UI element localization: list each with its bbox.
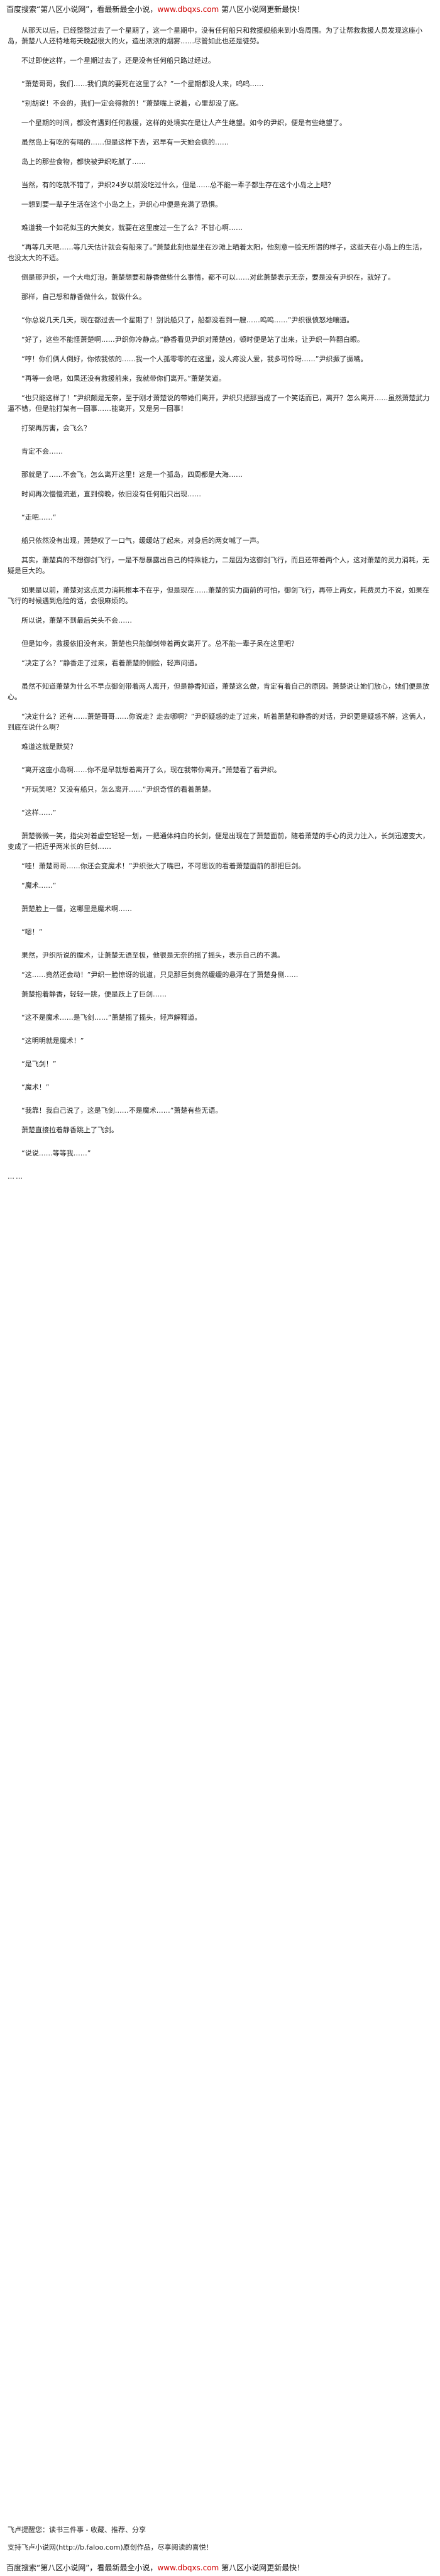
paragraph: “再等几天吧……等几天估计就会有船来了。”萧楚此刻也是坐在沙滩上晒着太阳，他刻意… — [8, 243, 426, 262]
banner-suffix: 第八区小说网更新最快！ — [219, 5, 305, 14]
paragraph: “别胡说！不会的，我们一定会得救的！”萧楚嘴上说着，心里却没了底。 — [21, 99, 243, 107]
paragraph: “这样……” — [21, 809, 57, 817]
paragraph: 所以说，萧楚不到最后关头不会…… — [21, 616, 132, 625]
paragraph: 难道我一个如花似玉的大美女，就要在这里度过一生了么？不甘心啊…… — [21, 224, 243, 232]
banner-suffix: 第八区小说网更新最快！ — [219, 2563, 305, 2572]
paragraph: “决定了么？”静香走了过来，看着萧楚的侧脸，轻声问道。 — [21, 659, 202, 667]
paragraph: 从那天以后，已经整整过去了一个星期了，这一个星期中，没有任何船只和救援舰船来到小… — [8, 26, 422, 45]
paragraph: “离开这座小岛啊……你不是早就想着离开了么，现在我带你离开。”萧楚看了看尹织。 — [21, 766, 281, 774]
paragraph: …… — [8, 1172, 24, 1181]
paragraph: “这不是魔术……是飞剑……”萧楚摇了摇头，轻声解释道。 — [21, 1013, 202, 1022]
paragraph: “这……竟然还会动！”尹织一脸惊讶的说道，只见那巨剑竟然缓缓的悬浮在了萧楚身侧…… — [21, 971, 299, 979]
paragraph: 那样，自己想和静香做什么，就做什么。 — [21, 293, 146, 301]
paragraph: 其实，萧楚真的不想御剑飞行，一是不想暴露出自己的特殊能力，二是因为这御剑飞行，而… — [8, 556, 429, 575]
paragraph: 岛上的那些食物，都快被尹织吃腻了…… — [21, 158, 146, 166]
paragraph: “我靠！我自己说了，这是飞剑……不是魔术……”萧楚有些无语。 — [21, 1106, 223, 1115]
paragraph: “你总说几天几天，现在都过去一个星期了！别说船只了，船都没看到一艘……呜呜……”… — [21, 316, 354, 324]
paragraph: 难道这就是默契？ — [21, 743, 77, 751]
paragraph: “哇！萧楚哥哥……你还会变魔术！”尹织张大了嘴巴，不可思议的看着萧楚面前的那把巨… — [21, 862, 305, 870]
paragraph: “也只能这样了！”尹织颇是无奈，至于刚才萧楚说的带她们离开，尹织只把那当成了一个… — [8, 394, 430, 413]
paragraph: 虽然不知道萧楚为什么不早点御剑带着两人离开，但是静香知道，萧楚这么做，肯定有着自… — [8, 682, 429, 701]
paragraph: “是飞剑！” — [21, 1060, 57, 1068]
paragraph: 萧楚抱着静香，轻轻一跳，便是跃上了巨剑…… — [21, 990, 167, 998]
paragraph: “再等一会吧，如果还没有救援前来，我就带你们离开。”萧楚笑道。 — [21, 374, 226, 383]
footer-reminder: 飞卢提醒您：读书三件事 - 收藏、推荐、分享 — [8, 2526, 146, 2534]
paragraph: 萧楚脸上一僵，这哪里是魔术啊…… — [21, 905, 132, 913]
paragraph: 当然，有的吃就不错了，尹织24岁以前没吃过什么，但是……总不能一辈子都生存在这个… — [21, 181, 334, 189]
paragraph: “魔术……” — [21, 881, 57, 890]
paragraph: 虽然岛上有吃的有喝的……但是这样下去，迟早有一天她会疯的…… — [21, 138, 229, 146]
paragraph: “魔术！” — [21, 1083, 50, 1091]
paragraph: 萧楚微微一笑，指尖对着虚空轻轻一划，一把通体纯白的长剑，便是出现在了萧楚面前，随… — [8, 832, 429, 851]
paragraph: 那就是了……不会飞，怎么离开这里！这是一个孤岛，四周都是大海…… — [21, 471, 243, 479]
paragraph: “好了，这些不能怪萧楚啊……尹织你冷静点。”静香看见尹织对萧楚凶，顿时便是站了出… — [21, 336, 364, 344]
paragraph: “决定什么？还有……萧楚哥哥……你说走？走去哪啊？”尹织疑惑的走了过来，听着萧楚… — [8, 712, 430, 731]
paragraph: “开玩笑吧？又没有船只，怎么离开……”尹织奇怪的看着萧楚。 — [21, 785, 216, 794]
paragraph: “这明明就是魔术！” — [21, 1037, 84, 1045]
paragraph: 打架再厉害，会飞么？ — [21, 424, 91, 432]
paragraph: “走吧……” — [21, 513, 57, 521]
paragraph: 如果是以前，萧楚对这点灵力消耗根本不在乎，但是现在……萧楚的实力面前的可怕，御剑… — [8, 586, 429, 605]
paragraph: “萧楚哥哥，我们……我们真的要死在这里了么？”一个星期都没人来，呜呜…… — [21, 80, 264, 88]
banner-prefix: 百度搜索“第八区小说网”，看最新最全小说， — [6, 5, 158, 14]
paragraph: 不过即使这样，一个星期过去了，还是没有任何船只路过经过。 — [21, 57, 215, 65]
banner-site-link[interactable]: www.dbqxs.com — [157, 2563, 219, 2572]
banner-prefix: 百度搜索“第八区小说网”，看最新最全小说， — [6, 2563, 158, 2572]
paragraph: 时间再次慢慢流逝，直到傍晚，依旧没有任何船只出现…… — [21, 490, 201, 498]
top-banner: 百度搜索“第八区小说网”，看最新最全小说，www.dbqxs.com 第八区小说… — [6, 4, 304, 14]
paragraph: 但是如今，救援依旧没有来，萧楚也只能御剑带着两女离开了。总不能一辈子呆在这里吧？ — [21, 640, 298, 648]
paragraph: 倒是那尹织，一个大电灯泡，萧楚想要和静香做些什么事情，都不可以……对此萧楚表示无… — [21, 273, 395, 281]
paragraph: “嗯！” — [21, 928, 43, 936]
banner-site-link[interactable]: www.dbqxs.com — [157, 5, 219, 14]
paragraph: 一想到要一辈子生活在这个小岛之上，尹织心中便是充满了恐惧。 — [21, 200, 222, 209]
paragraph: “说说……等等我……” — [21, 1149, 91, 1157]
paragraph: “哼！你们俩人倒好，你侬我侬的……我一个人孤零零的在这里，没人疼没人爱，我多可怜… — [21, 355, 368, 363]
footer-support-link[interactable]: 支持飞卢小说网(http://b.faloo.com)原创作品，尽享阅读的喜悦！ — [8, 2543, 213, 2551]
paragraph: 萧楚直接拉着静香跳上了飞剑。 — [21, 1126, 118, 1134]
chapter-body: 从那天以后，已经整整过去了一个星期了，这一个星期中，没有任何船只和救援舰船来到小… — [8, 25, 432, 1194]
bottom-banner: 百度搜索“第八区小说网”，看最新最全小说，www.dbqxs.com 第八区小说… — [6, 2562, 304, 2573]
paragraph: 肯定不会…… — [21, 447, 63, 456]
paragraph: 船只依然没有出现，萧楚叹了一口气，缓缓站了起来，对身后的两女喊了一声。 — [21, 537, 263, 545]
paragraph: 一个星期的时间，都没有遇到任何救援，这样的处境实在是让人产生绝望。如今的尹织，便… — [21, 119, 346, 127]
paragraph: 果然，尹织所说的魔术，让萧楚无语至极，他很是无奈的摇了摇头，表示自己的不满。 — [21, 951, 284, 959]
